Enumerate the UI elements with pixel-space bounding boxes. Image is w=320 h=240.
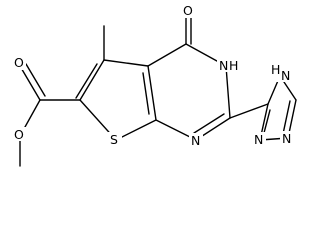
bond-c4a-c4 <box>147 43 187 67</box>
atom-labels: O N H S N O O H N N N <box>12 3 296 148</box>
atom-s: S <box>110 132 118 147</box>
atom-n3: N <box>219 58 228 73</box>
atom-o-ester-carbonyl: O <box>14 55 24 70</box>
bond-n2t-c3t-second <box>263 109 271 134</box>
molecule-structure: O N H S N O O H N N N <box>12 3 297 167</box>
bond-c5-c6-second <box>75 63 98 99</box>
atom-h-triazole: H <box>271 62 280 77</box>
atom-n2-triazole: N <box>254 132 263 147</box>
atom-n1-triazole: N <box>282 131 291 146</box>
atom-h3: H <box>229 58 238 73</box>
bond-c5-c4a <box>103 59 149 67</box>
atom-o-ester-ether: O <box>14 127 24 142</box>
bond-n3-c2 <box>225 65 231 119</box>
bond-c7a-c4a <box>147 65 157 121</box>
bond-cester-o-carbonyl-second <box>25 63 46 97</box>
bond-c7a-c4a-second <box>142 72 150 115</box>
bond-c2-c3triazole <box>229 103 269 119</box>
bond-c5-c6 <box>79 59 105 101</box>
atom-n4-triazole: N <box>281 68 290 83</box>
bond-c2-n1-second <box>193 113 225 134</box>
bond-c5t-n1t-second <box>282 100 291 135</box>
atom-n1: N <box>191 133 200 148</box>
atom-o-keto: O <box>183 3 193 18</box>
bond-s-c7a <box>115 119 157 141</box>
bond-cester-o-carbonyl <box>19 65 41 101</box>
